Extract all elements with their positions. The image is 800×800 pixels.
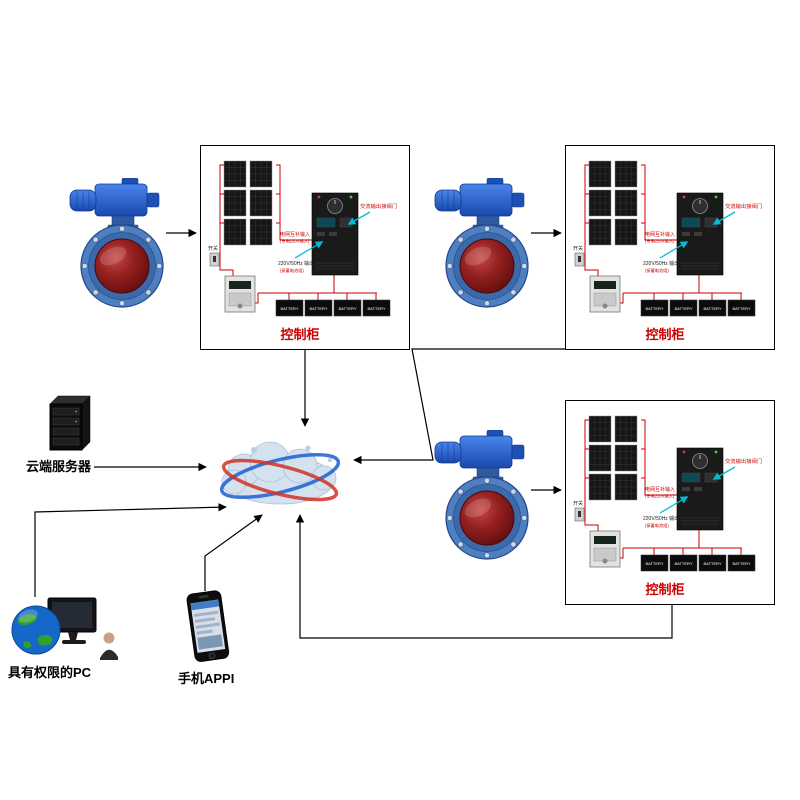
- cyan-pointer-right: [347, 211, 371, 225]
- electric-butterfly-valve-2: [434, 178, 529, 308]
- switch-label: 开关: [573, 245, 583, 252]
- battery-label: BATTERY: [645, 561, 663, 566]
- battery-label: BATTERY: [674, 306, 692, 311]
- valve-body: [80, 224, 164, 308]
- cyan-pointer-left: [294, 241, 324, 259]
- valve-body: [445, 224, 529, 308]
- cabinet-title: 控制柜: [280, 327, 319, 342]
- internet-cloud: [219, 441, 341, 505]
- blue-orbit-swoosh: [219, 452, 341, 500]
- solar-panel-array: [223, 160, 273, 246]
- cyan-pointer-left: [659, 241, 689, 259]
- output-sub-label: (接蓄电池组): [280, 267, 304, 274]
- globe-icon: [11, 605, 61, 655]
- electric-butterfly-valve-3: [434, 430, 529, 560]
- controller-knob: [692, 198, 708, 214]
- server-tower: [49, 395, 91, 451]
- flange-bolts: [81, 225, 163, 307]
- power-switch: [574, 507, 585, 522]
- control-cabinet-1: BATTERY BATTERY BATTERY BATTERY 交流输出接阀门 …: [200, 145, 410, 350]
- cloud-specks: [251, 445, 332, 462]
- server-label: 云端服务器: [26, 459, 92, 474]
- control-cabinet-2: BATTERY BATTERY BATTERY BATTERY 交流输出接阀门 …: [565, 145, 775, 350]
- pc-label: 具有权限的PC: [8, 665, 92, 680]
- valve-body: [445, 476, 529, 560]
- control-cabinet-3: BATTERY BATTERY BATTERY BATTERY 交流输出接阀门 …: [565, 400, 775, 605]
- controller-display: [681, 472, 701, 483]
- inverter-controller: [676, 192, 724, 276]
- cabinet-title: 控制柜: [645, 327, 684, 342]
- red-wiring: [219, 164, 377, 304]
- battery-label: BATTERY: [703, 306, 721, 311]
- phone-graphic: [186, 590, 230, 662]
- valve-disc: [459, 238, 515, 294]
- arrow-phone-to-cloud: [204, 514, 263, 591]
- power-meter: [589, 530, 621, 568]
- grid-input-sub-label: (市电220V输入): [645, 493, 675, 500]
- power-switch: [574, 252, 585, 267]
- battery-label: BATTERY: [732, 561, 750, 566]
- cyan-pointer-right: [712, 211, 736, 225]
- cyan-pointer-left: [659, 496, 689, 514]
- grid-input-label: 电网互补输入: [280, 231, 310, 238]
- power-meter: [589, 275, 621, 313]
- valve-actuator: [69, 178, 160, 232]
- inverter-controller: [311, 192, 359, 276]
- controller-knob: [692, 453, 708, 469]
- valve-actuator: [434, 178, 525, 232]
- grid-input-sub-label: (市电220V输入): [645, 238, 675, 245]
- switch-label: 开关: [573, 500, 583, 507]
- power-switch: [209, 252, 220, 267]
- valve-actuator: [434, 430, 525, 484]
- battery-bank: BATTERY BATTERY BATTERY BATTERY: [275, 299, 391, 317]
- phone-label: 手机APPI: [178, 671, 235, 686]
- battery-label: BATTERY: [703, 561, 721, 566]
- valve-disc: [94, 238, 150, 294]
- electric-butterfly-valve-1: [69, 178, 164, 308]
- output-label: 220V/50Hz 输出: [643, 515, 679, 522]
- power-meter: [224, 275, 256, 313]
- grid-input-label: 电网互补输入: [645, 231, 675, 238]
- output-label: 220V/50Hz 输出: [278, 260, 314, 267]
- controller-display: [681, 217, 701, 228]
- battery-label: BATTERY: [645, 306, 663, 311]
- battery-label: BATTERY: [674, 561, 692, 566]
- battery-label: BATTERY: [732, 306, 750, 311]
- valve-disc: [459, 490, 515, 546]
- red-orbit-swoosh: [221, 458, 339, 502]
- server-bays: [52, 407, 80, 446]
- battery-label: BATTERY: [280, 306, 298, 311]
- ac-output-label: 交流输出接阀门: [725, 202, 762, 210]
- user-figure: [100, 632, 118, 660]
- controller-display: [316, 217, 336, 228]
- authorized-pc: [11, 597, 118, 660]
- ac-output-label: 交流输出接阀门: [360, 202, 397, 210]
- mobile-phone: [181, 587, 237, 667]
- battery-label: BATTERY: [338, 306, 356, 311]
- switch-label: 开关: [208, 245, 218, 252]
- ac-output-label: 交流输出接阀门: [725, 457, 762, 465]
- grid-input-label: 电网互补输入: [645, 486, 675, 493]
- red-wiring: [584, 164, 742, 304]
- solar-panel-array: [588, 160, 638, 246]
- solar-panel-array: [588, 415, 638, 501]
- output-sub-label: (接蓄电池组): [645, 267, 669, 274]
- flange-bolts: [446, 225, 528, 307]
- phone-home-button: [208, 652, 216, 660]
- output-sub-label: (接蓄电池组): [645, 522, 669, 529]
- battery-label: BATTERY: [367, 306, 385, 311]
- cabinet-title: 控制柜: [645, 582, 684, 597]
- inverter-controller: [676, 447, 724, 531]
- battery-bank: BATTERY BATTERY BATTERY BATTERY: [640, 299, 756, 317]
- grid-input-sub-label: (市电220V输入): [280, 238, 310, 245]
- battery-label: BATTERY: [309, 306, 327, 311]
- controller-knob: [327, 198, 343, 214]
- cyan-pointer-right: [712, 466, 736, 480]
- output-label: 220V/50Hz 输出: [643, 260, 679, 267]
- arrow-pc-to-cloud: [34, 502, 227, 597]
